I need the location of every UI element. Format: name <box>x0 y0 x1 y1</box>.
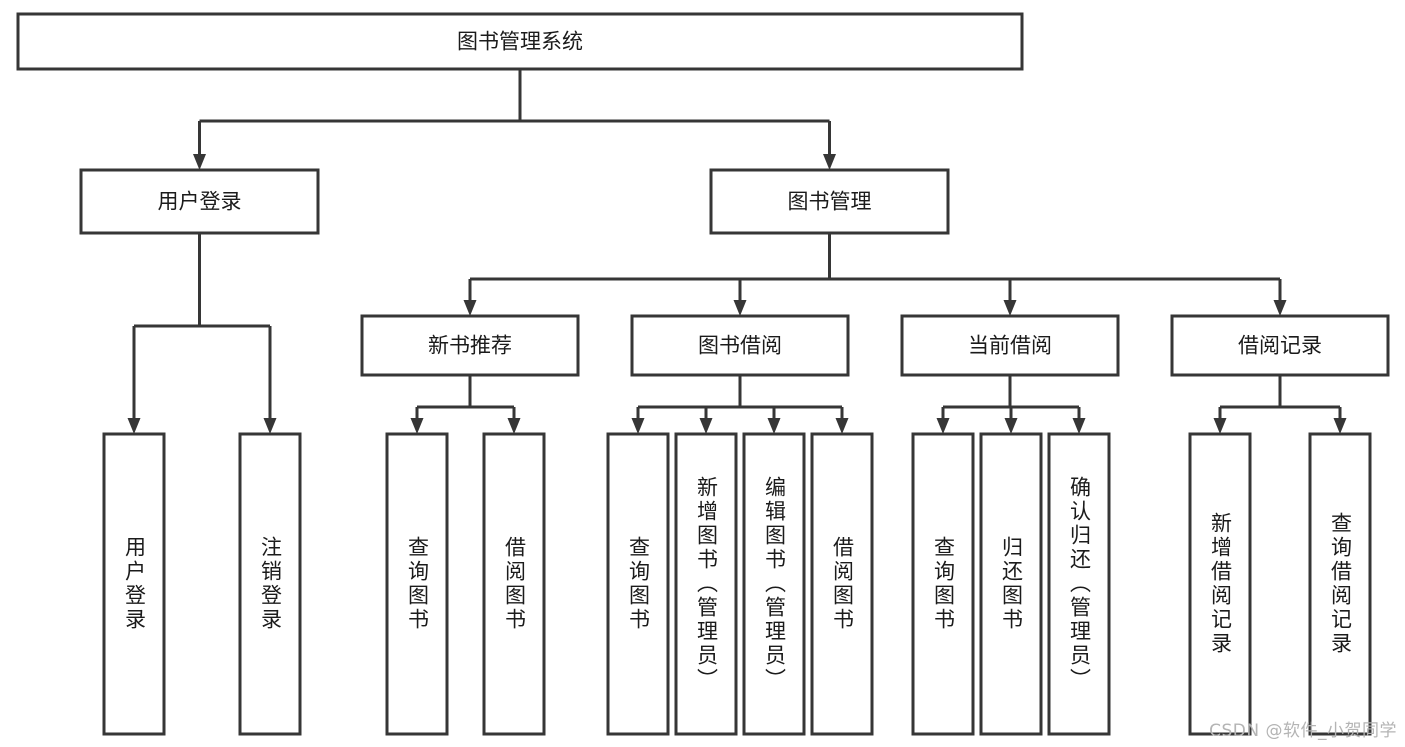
arrow-head-book-manage-2 <box>1003 300 1017 316</box>
node-box-leaf-add-record[interactable] <box>1188 432 1252 736</box>
node-box-leaf-add-book[interactable] <box>674 432 738 736</box>
node-label-book-manage: 图书管理 <box>788 190 872 214</box>
node-box-leaf-return-book[interactable] <box>979 432 1043 736</box>
arrow-head-current-borrow-0 <box>936 418 950 434</box>
node-label-book-borrow: 图书借阅 <box>698 334 782 358</box>
node-label-borrow-record: 借阅记录 <box>1238 334 1322 358</box>
node-label-root: 图书管理系统 <box>457 30 583 54</box>
arrow-head-user-login-1 <box>263 418 277 434</box>
node-box-leaf-edit-book[interactable] <box>742 432 806 736</box>
node-box-leaf-query-book-3[interactable] <box>911 432 975 736</box>
node-box-leaf-user-logout[interactable] <box>238 432 302 736</box>
node-box-book-manage[interactable] <box>709 168 950 235</box>
node-box-leaf-query-book-2[interactable] <box>606 432 670 736</box>
arrow-head-book-borrow-3 <box>835 418 849 434</box>
arrow-head-book-borrow-1 <box>699 418 713 434</box>
arrow-head-borrow-record-0 <box>1213 418 1227 434</box>
arrow-head-root-1 <box>823 154 836 170</box>
node-box-current-borrow[interactable] <box>900 314 1120 377</box>
node-label-new-book-rec: 新书推荐 <box>428 334 512 358</box>
node-box-leaf-query-record[interactable] <box>1308 432 1372 736</box>
node-box-book-borrow[interactable] <box>630 314 850 377</box>
arrow-head-user-login-0 <box>127 418 141 434</box>
node-box-user-login[interactable] <box>79 168 320 235</box>
node-box-borrow-record[interactable] <box>1170 314 1390 377</box>
arrow-head-borrow-record-1 <box>1333 418 1347 434</box>
node-box-leaf-borrow-book-1[interactable] <box>482 432 546 736</box>
node-box-leaf-confirm-return[interactable] <box>1047 432 1111 736</box>
node-box-leaf-borrow-book-2[interactable] <box>810 432 874 736</box>
boxes-layer <box>16 12 1390 736</box>
arrow-head-book-manage-1 <box>733 300 747 316</box>
node-label-user-login: 用户登录 <box>158 190 242 214</box>
node-box-leaf-query-book-1[interactable] <box>385 432 449 736</box>
arrow-head-root-0 <box>193 154 206 170</box>
arrow-head-new-book-rec-1 <box>507 418 521 434</box>
arrow-head-book-borrow-0 <box>631 418 645 434</box>
node-label-current-borrow: 当前借阅 <box>968 334 1052 358</box>
arrow-head-current-borrow-2 <box>1072 418 1086 434</box>
node-box-new-book-rec[interactable] <box>360 314 580 377</box>
arrow-head-new-book-rec-0 <box>410 418 424 434</box>
arrow-head-book-manage-0 <box>463 300 477 316</box>
arrow-head-current-borrow-1 <box>1004 418 1018 434</box>
csdn-watermark: CSDN @软件_小贺同学 <box>1209 721 1397 741</box>
arrow-head-book-borrow-2 <box>767 418 781 434</box>
arrow-head-book-manage-3 <box>1273 300 1287 316</box>
node-box-root[interactable] <box>16 12 1024 71</box>
node-box-leaf-user-login[interactable] <box>102 432 166 736</box>
edges-layer <box>127 69 1347 434</box>
